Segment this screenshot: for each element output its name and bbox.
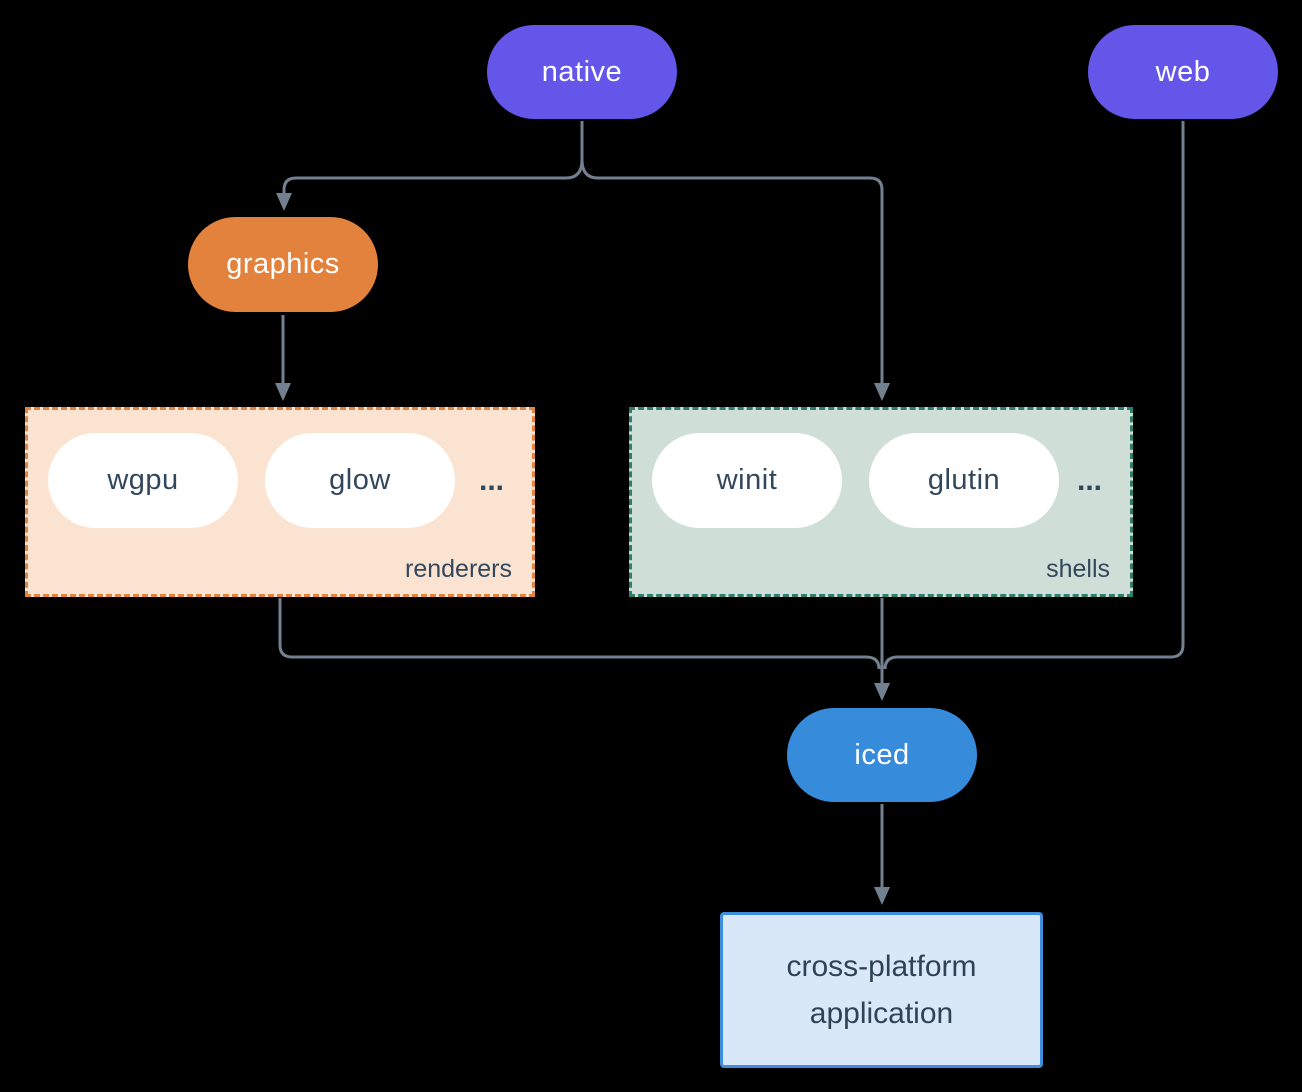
edge-renderers-to-merge bbox=[278, 598, 881, 670]
renderers-ellipsis: ... bbox=[478, 463, 504, 497]
node-graphics: graphics bbox=[188, 217, 378, 312]
node-wgpu-label: wgpu bbox=[107, 464, 179, 496]
edge-native-to-shells bbox=[580, 121, 890, 401]
group-renderers: wgpu glow ... renderers bbox=[25, 407, 535, 597]
node-web: web bbox=[1088, 25, 1278, 119]
group-shells: winit glutin ... shells bbox=[629, 407, 1133, 597]
node-glutin: glutin bbox=[869, 433, 1059, 528]
node-winit-label: winit bbox=[716, 464, 778, 496]
edge-native-to-graphics bbox=[276, 121, 584, 211]
shells-ellipsis: ... bbox=[1076, 463, 1102, 497]
renderers-group-label: renderers bbox=[405, 555, 512, 583]
node-wgpu: wgpu bbox=[48, 433, 238, 528]
node-cross-platform-application: cross-platform application bbox=[720, 912, 1043, 1068]
node-glow: glow bbox=[265, 433, 455, 528]
node-native-label: native bbox=[541, 55, 623, 88]
node-graphics-label: graphics bbox=[226, 248, 340, 280]
node-winit: winit bbox=[652, 433, 842, 528]
shells-group-label: shells bbox=[1046, 555, 1110, 583]
edge-web-to-merge bbox=[883, 121, 1185, 670]
node-iced: iced bbox=[787, 708, 977, 802]
node-glutin-label: glutin bbox=[927, 464, 1001, 496]
node-web-label: web bbox=[1155, 55, 1211, 88]
node-iced-label: iced bbox=[854, 738, 910, 771]
application-label-line1: cross-platform bbox=[786, 950, 977, 983]
node-glow-label: glow bbox=[329, 464, 391, 496]
application-label-line2: application bbox=[809, 997, 954, 1030]
node-native: native bbox=[487, 25, 677, 119]
